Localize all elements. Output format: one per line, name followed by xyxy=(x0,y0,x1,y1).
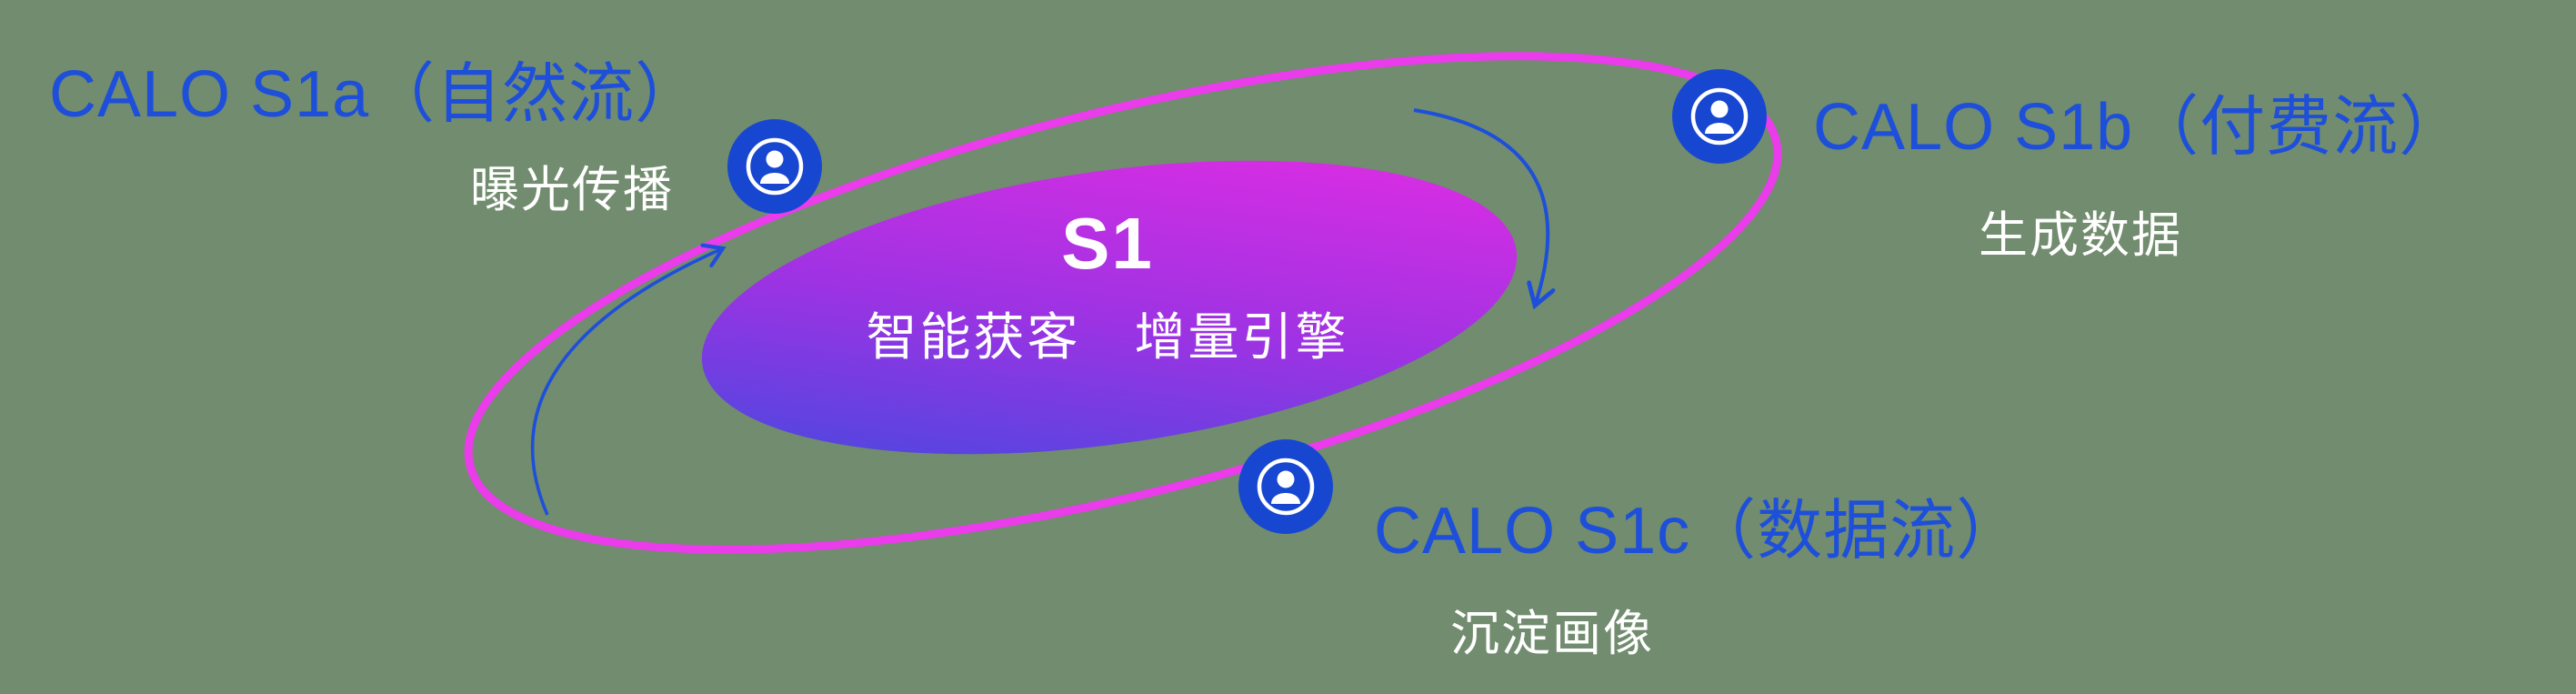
label-s1c: CALO S1c（数据流） xyxy=(1374,495,2023,568)
flow-arrow-top-right xyxy=(1413,108,1548,306)
user-icon xyxy=(1690,87,1749,146)
user-icon xyxy=(746,137,804,196)
sublabel-s1b: 生成数据 xyxy=(1979,208,2182,263)
core-subtitle: 智能获客 增量引擎 xyxy=(866,308,1349,366)
orbit-ring xyxy=(464,52,1782,554)
user-icon-badge-s1b xyxy=(1672,69,1767,164)
core-text: S1 智能获客 增量引擎 xyxy=(835,202,1380,370)
flow-arrow-left xyxy=(530,248,723,516)
user-icon xyxy=(1257,458,1315,516)
sublabel-s1c: 沉淀画像 xyxy=(1450,607,1654,661)
core-title: S1 xyxy=(1061,203,1154,284)
label-s1b: CALO S1b（付费流） xyxy=(1813,91,2466,164)
label-s1a: CALO S1a（自然流） xyxy=(49,58,702,131)
sublabel-s1a: 曝光传播 xyxy=(470,163,674,217)
core-ellipse xyxy=(701,160,1518,455)
user-icon-badge-s1a xyxy=(727,119,822,214)
user-icon-badge-s1c xyxy=(1238,439,1333,534)
